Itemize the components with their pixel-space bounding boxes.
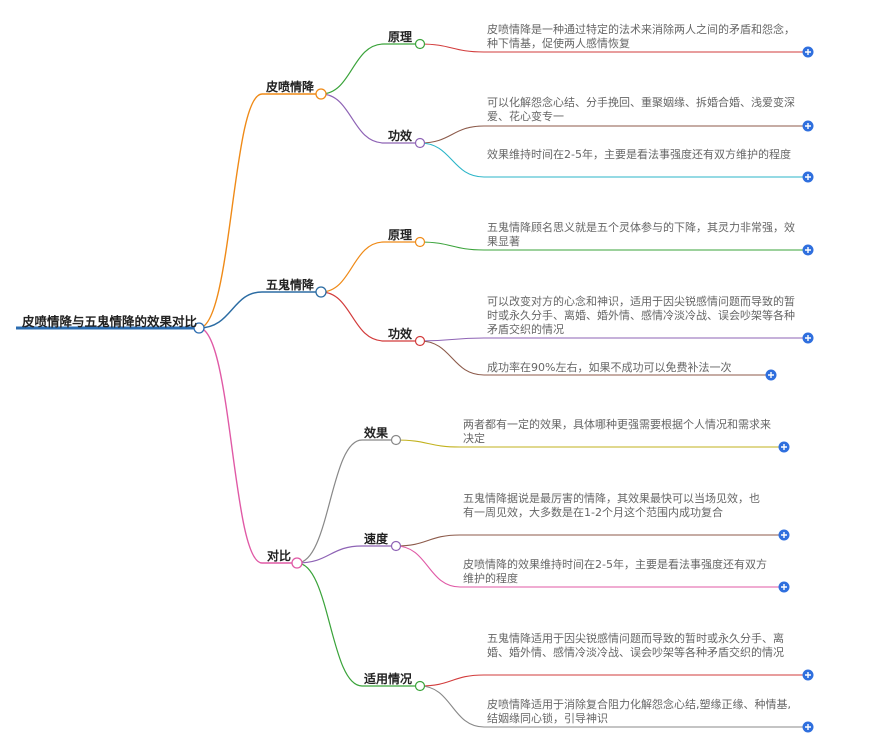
b3-result-dot[interactable]	[390, 434, 402, 446]
connector-b3-speed	[296, 545, 396, 564]
connector-b3-usage	[296, 562, 420, 687]
connector-leaf-3	[419, 142, 808, 178]
topic-effect[interactable]: 功效	[388, 327, 413, 341]
leaf-text: 皮喷情降的效果维持时间在2-5年，主要是看法事强度还有双方维护的程度	[463, 558, 767, 585]
leaf-text: 成功率在90%左右，如果不成功可以免费补法一次	[487, 361, 732, 374]
topic-principle[interactable]: 原理	[388, 30, 413, 44]
connector-root-branch3	[198, 327, 297, 564]
connector-root-branch1	[198, 93, 321, 329]
topic-usage[interactable]: 适用情况	[364, 672, 413, 686]
b3-speed-dot[interactable]	[390, 540, 402, 552]
connector-root-branch2	[198, 291, 321, 329]
topic-result[interactable]: 效果	[364, 426, 389, 440]
root-node-dot[interactable]	[193, 322, 205, 334]
expand-plus-icon[interactable]	[802, 332, 814, 344]
connector-leaf-9	[395, 545, 784, 588]
branch1-node-dot[interactable]	[315, 88, 327, 100]
connector-leaf-5	[419, 337, 808, 342]
branch-pipen[interactable]: 皮喷情降	[266, 80, 315, 94]
leaf-text: 皮喷情降是一种通过特定的法术来消除两人之间的矛盾和怨念，种下情基，促使两人感情恢…	[487, 23, 795, 50]
root-topic[interactable]: 皮喷情降与五鬼情降的效果对比	[22, 314, 198, 329]
expand-plus-icon[interactable]	[778, 441, 790, 453]
expand-plus-icon[interactable]	[778, 581, 790, 593]
expand-plus-icon[interactable]	[802, 669, 814, 681]
connector-b1-effect	[320, 93, 420, 144]
b1-effect-dot[interactable]	[414, 137, 426, 149]
connector-b2-principle	[320, 241, 420, 293]
connector-b3-result	[296, 439, 396, 564]
leaf-text: 可以改变对方的心念和神识，适用于因尖锐感情问题而导致的暂时或永久分手、离婚、婚外…	[487, 295, 795, 336]
connector-leaf-2	[419, 125, 808, 144]
expand-plus-icon[interactable]	[765, 369, 777, 381]
leaf-text: 皮喷情降适用于消除复合阻力化解怨念心结,塑缘正缘、种情基,结姻缘同心锁，引导神识	[487, 698, 791, 725]
leaf-text: 两者都有一定的效果，具体哪种更强需要根据个人情况和需求来决定	[463, 418, 771, 445]
expand-plus-icon[interactable]	[802, 46, 814, 58]
connector-b1-principle	[320, 43, 420, 95]
connector-leaf-6	[419, 340, 771, 376]
branch-compare[interactable]: 对比	[267, 549, 292, 563]
b3-usage-dot[interactable]	[414, 680, 426, 692]
topic-principle[interactable]: 原理	[388, 228, 413, 242]
branch3-node-dot[interactable]	[291, 557, 303, 569]
connector-b2-effect	[320, 291, 420, 342]
leaf-text: 五鬼情降据说是最厉害的情降，其效果最快可以当场见效，也有一周见效，大多数是在1-…	[463, 492, 760, 519]
leaf-text: 五鬼情降适用于因尖锐感情问题而导致的暂时或永久分手、离婚、婚外情、感情冷淡冷战、…	[487, 632, 784, 659]
leaf-text: 可以化解怨念心结、分手挽回、重聚姻缘、拆婚合婚、浅爱变深爱、花心变专一	[487, 96, 795, 123]
connector-leaf-10	[419, 674, 808, 687]
branch-wugui[interactable]: 五鬼情降	[266, 278, 315, 292]
expand-plus-icon[interactable]	[802, 244, 814, 256]
leaf-text: 效果维持时间在2-5年，主要是看法事强度还有双方维护的程度	[487, 148, 791, 161]
topic-speed[interactable]: 速度	[364, 532, 389, 546]
expand-plus-icon[interactable]	[778, 529, 790, 541]
connector-leaf-1	[419, 43, 808, 53]
topic-effect[interactable]: 功效	[388, 129, 413, 143]
expand-plus-icon[interactable]	[802, 171, 814, 183]
expand-plus-icon[interactable]	[802, 120, 814, 132]
b2-effect-dot[interactable]	[414, 335, 426, 347]
connector-leaf-11	[419, 685, 808, 728]
connector-leaf-4	[419, 241, 808, 251]
b1-principle-dot[interactable]	[414, 38, 426, 50]
leaf-text: 五鬼情降顾名思义就是五个灵体参与的下降，其灵力非常强，效果显著	[487, 221, 795, 248]
branch2-node-dot[interactable]	[315, 286, 327, 298]
connector-leaf-8	[395, 534, 784, 547]
expand-plus-icon[interactable]	[802, 721, 814, 733]
b2-principle-dot[interactable]	[414, 236, 426, 248]
connector-leaf-7	[395, 439, 784, 448]
